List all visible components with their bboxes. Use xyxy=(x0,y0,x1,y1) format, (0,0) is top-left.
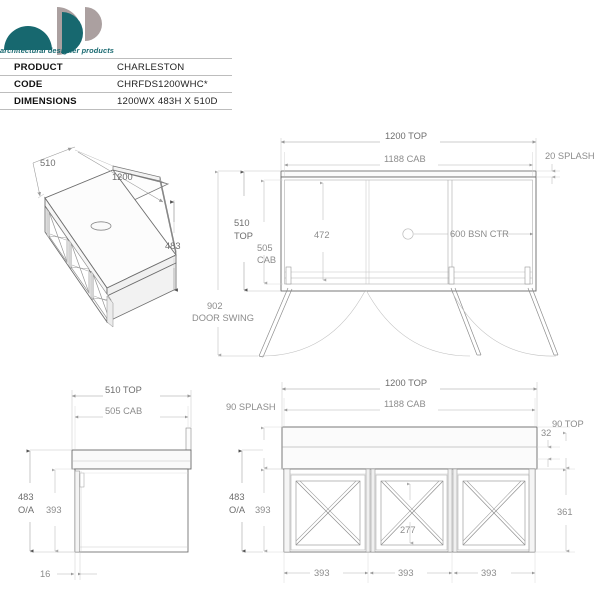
spec-label-dimensions: DIMENSIONS xyxy=(0,92,103,110)
brand-tagline: architectural designer products xyxy=(0,46,114,55)
side-dim-toe: 16 xyxy=(40,569,50,579)
front-dim-splash: 90 SPLASH xyxy=(226,402,276,412)
plan-dim-door-swing-label: DOOR SWING xyxy=(192,313,254,323)
teal-half-circle-icon xyxy=(62,12,83,54)
front-dim-x-panel: 277 xyxy=(400,525,416,535)
front-dim-top-thickness: 90 TOP xyxy=(552,419,584,429)
plan-dim-top-depth-value: 510 xyxy=(234,218,250,228)
plan-dim-top-width: 1200 TOP xyxy=(385,131,427,141)
plan-dim-cab-depth-value: 505 xyxy=(257,243,273,253)
iso-dim-depth: 510 xyxy=(40,158,56,168)
logo-marks xyxy=(0,4,110,55)
side-dim-overall-label: O/A xyxy=(18,505,35,515)
front-dim-overall-value: 483 xyxy=(229,492,245,502)
side-dim-cab-height: 393 xyxy=(46,505,62,515)
isometric-view: 510 1200 483 xyxy=(32,146,181,328)
front-dim-cab-height: 393 xyxy=(255,505,271,515)
plan-dim-inner-depth: 472 xyxy=(314,230,330,240)
plan-dim-splash: 20 SPLASH xyxy=(545,151,595,161)
side-elevation-view: 510 TOP 505 CAB 483 O/A 393 xyxy=(18,385,192,580)
iso-dim-width: 1200 xyxy=(112,172,133,182)
front-dim-door-width-1: 393 xyxy=(314,568,330,578)
plan-dim-top-depth-label: TOP xyxy=(234,231,253,241)
front-dim-overall-label: O/A xyxy=(229,505,246,515)
plan-dim-door-swing-value: 902 xyxy=(207,301,223,311)
plan-dim-cab-depth-label: CAB xyxy=(257,255,276,265)
table-row: DIMENSIONS 1200WX 483H X 510D xyxy=(0,92,232,110)
front-elevation-view: 1200 TOP 1188 CAB 90 SPLASH 483 O/A xyxy=(226,378,584,583)
front-dim-door-width-2: 393 xyxy=(398,568,414,578)
side-dim-top-depth: 510 TOP xyxy=(105,385,142,395)
brand-logo: architectural designer products xyxy=(0,0,210,58)
spec-value-dimensions: 1200WX 483H X 510D xyxy=(103,92,232,110)
front-dim-top-width: 1200 TOP xyxy=(385,378,427,388)
plan-dim-basin-ctr: 600 BSN CTR xyxy=(450,229,509,239)
plan-dim-cab-width: 1188 CAB xyxy=(384,154,426,164)
side-dim-overall-value: 483 xyxy=(18,492,34,502)
plan-view: 1200 TOP 1188 CAB 20 SPLASH 510 TOP xyxy=(192,131,595,358)
product-spec-table: PRODUCT CHARLESTON CODE CHRFDS1200WHC* D… xyxy=(0,58,232,110)
front-dim-door-width-3: 393 xyxy=(481,568,497,578)
front-dim-rail: 32 xyxy=(541,428,551,438)
grey-half-circle-small-icon xyxy=(85,7,102,41)
iso-dim-height: 483 xyxy=(165,241,181,251)
front-dim-door-height: 361 xyxy=(557,507,573,517)
side-dim-cab-depth: 505 CAB xyxy=(105,406,142,416)
front-dim-cab-width: 1188 CAB xyxy=(384,399,426,409)
